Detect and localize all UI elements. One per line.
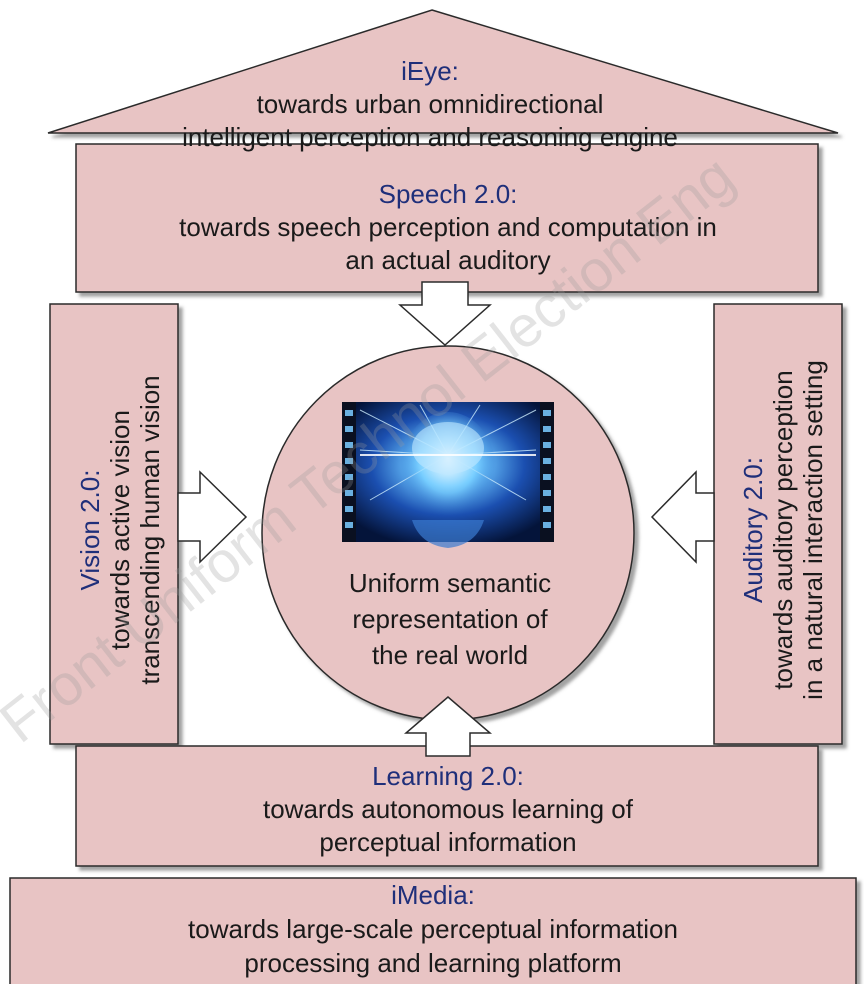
right-arrow: [177, 470, 248, 564]
auditory-line-2: in a natural interaction setting: [798, 360, 828, 700]
up-arrow: [403, 696, 493, 757]
imedia-title: iMedia:: [391, 880, 475, 910]
imedia-box: [9, 877, 857, 989]
speech-label: Speech 2.0: towards speech perception an…: [78, 178, 818, 277]
speech-box: [75, 143, 819, 293]
speech-line-2: an actual auditory: [345, 245, 551, 275]
auditory-line-1: towards auditory perception: [768, 370, 798, 690]
vision-label: Vision 2.0: towards active vision transc…: [75, 330, 165, 730]
learning-label: Learning 2.0: towards autonomous learnin…: [78, 760, 818, 859]
vision-pillar: [49, 303, 179, 745]
ieye-title: iEye:: [401, 56, 459, 86]
ieye-line-2: intelligent perception and reasoning eng…: [182, 122, 678, 152]
learning-title: Learning 2.0:: [372, 761, 524, 791]
imedia-line-2: processing and learning platform: [244, 948, 622, 978]
learning-box: [75, 745, 819, 867]
left-arrow: [650, 470, 715, 564]
center-line-2: representation of: [352, 604, 548, 634]
imedia-label: iMedia: towards large-scale perceptual i…: [10, 878, 856, 980]
roof-ieye: [47, 9, 839, 134]
learning-line-1: towards autonomous learning of: [262, 794, 633, 824]
vision-line-1: towards active vision: [105, 410, 135, 650]
vision-line-2: transcending human vision: [135, 375, 165, 685]
speech-title: Speech 2.0:: [378, 179, 518, 209]
vision-title: Vision 2.0:: [75, 469, 105, 591]
center-line-3: the real world: [371, 640, 529, 670]
auditory-label: Auditory 2.0: towards auditory perceptio…: [738, 330, 828, 730]
center-label: Uniform semantic representation of the r…: [300, 565, 600, 673]
learning-line-2: perceptual information: [319, 827, 577, 857]
imedia-line-1: towards large-scale perceptual informati…: [188, 914, 678, 944]
auditory-title: Auditory 2.0:: [738, 457, 768, 603]
ieye-line-1: towards urban omnidirectional: [256, 89, 604, 119]
ieye-label: iEye: towards urban omnidirectional inte…: [150, 55, 710, 154]
brain-image: [342, 402, 554, 548]
speech-line-1: towards speech perception and computatio…: [179, 212, 717, 242]
center-line-1: Uniform semantic: [348, 568, 552, 598]
down-arrow: [398, 281, 492, 347]
